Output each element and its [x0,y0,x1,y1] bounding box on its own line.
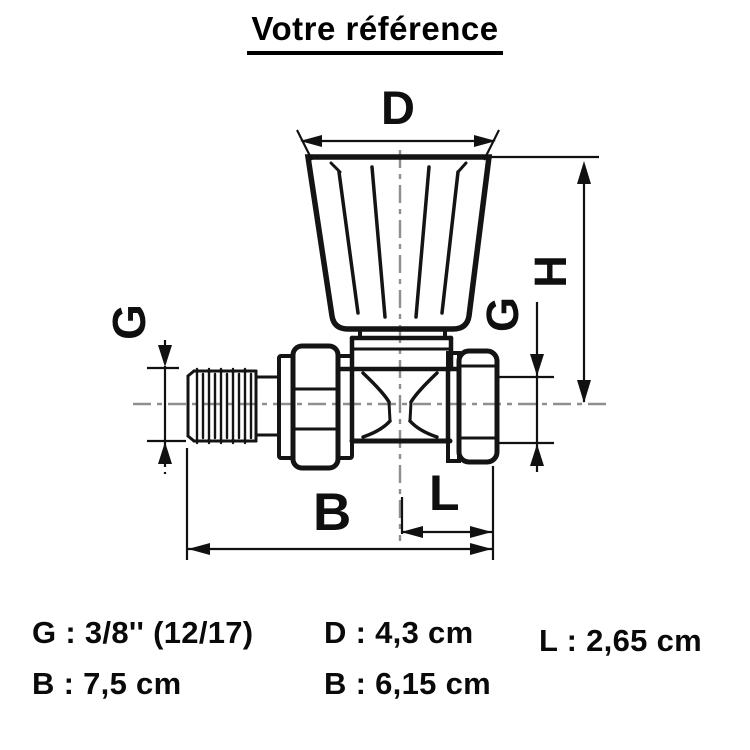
dim-label-d: D [381,81,415,134]
spec-d-diameter: D : 4,3 cm [324,615,474,650]
spec-b-width: B : 7,5 cm [32,666,182,701]
dimension-h [491,155,599,402]
handwheel-knob [304,154,493,332]
hex-union-nut [277,343,354,471]
dim-label-h: H [525,255,576,288]
dim-label-g-right: G [477,297,528,333]
title-area: Votre référence [0,10,750,55]
dim-label-g-left: G [103,304,155,340]
spec-g-thread: G : 3/8'' (12/17) [32,615,254,650]
centerlines [133,150,612,541]
dimension-g-right [499,302,554,472]
dimension-b [185,448,495,560]
dimension-l-arrows [401,526,492,538]
page-title: Votre référence [247,10,503,55]
spec-l-length: L : 2,65 cm [539,623,702,658]
dimension-d [296,129,500,161]
threaded-inlet [186,367,281,445]
dimension-b-arrows [188,543,492,555]
dim-label-b: B [313,483,352,542]
dim-label-l: L [429,465,460,521]
dimension-g-right-arrows [530,354,544,466]
valve-bonnet [349,327,454,372]
dimension-g-left-arrows [158,345,172,464]
dimension-d-arrows [300,135,496,147]
spec-b-height: B : 6,15 cm [324,666,491,701]
outlet-nut [446,348,500,465]
dimension-h-arrows [577,161,591,403]
